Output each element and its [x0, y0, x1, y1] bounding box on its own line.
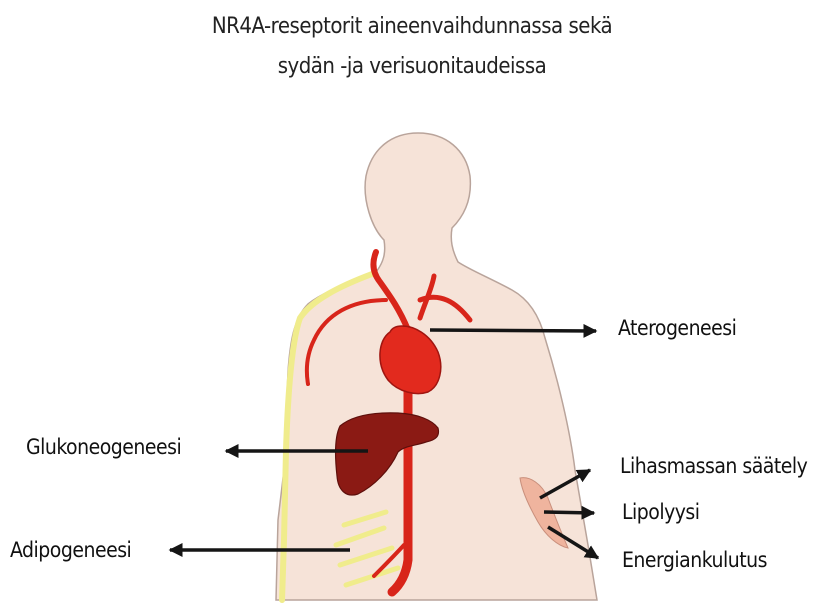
label-lipolyysi: Lipolyysi	[622, 500, 700, 524]
label-aterogeneesi: Aterogeneesi	[618, 316, 736, 340]
label-energiankulutus: Energiankulutus	[622, 548, 767, 572]
label-adipogeneesi: Adipogeneesi	[10, 538, 131, 562]
label-lihasmassan-saately: Lihasmassan säätely	[620, 454, 807, 478]
arrow-lipolyysi	[544, 512, 594, 513]
label-glukoneogeneesi: Glukoneogeneesi	[26, 435, 181, 459]
arrow-aterogeneesi	[430, 330, 596, 331]
